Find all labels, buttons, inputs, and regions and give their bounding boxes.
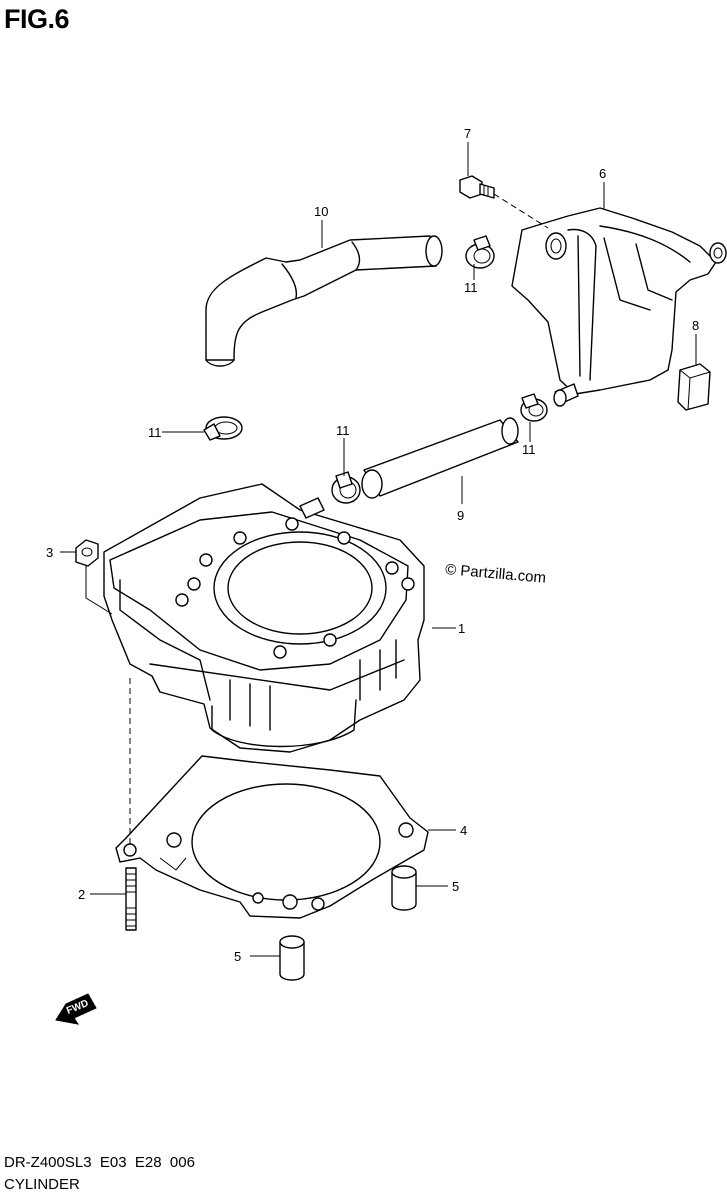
callout-11-middle: 11 (336, 423, 350, 438)
part-11-clamp-top[interactable] (465, 235, 495, 269)
callout-7: 7 (464, 126, 471, 141)
forward-direction-arrow: FWD (55, 993, 97, 1025)
callout-11-left: 11 (148, 425, 162, 440)
callout-8: 8 (692, 318, 699, 333)
callout-6: 6 (599, 166, 606, 181)
part-11-clamp-middle[interactable] (331, 471, 361, 504)
nut-leader (85, 566, 113, 615)
model-code: DR-Z400SL3 E03 E28 006 (4, 1154, 195, 1171)
part-7-bolt[interactable] (459, 175, 495, 199)
callout-10: 10 (314, 204, 328, 219)
callout-5-lower: 5 (234, 949, 241, 964)
part-11-clamp-left[interactable] (203, 416, 243, 441)
part-3-nut[interactable] (75, 539, 99, 567)
part-1-cylinder[interactable] (103, 483, 425, 753)
part-8-cushion-pad[interactable] (677, 363, 711, 411)
part-10-breather-hose[interactable] (205, 235, 443, 367)
callout-leaders (60, 142, 697, 957)
callout-9: 9 (457, 508, 464, 523)
part-5-dowel-pin-lower[interactable] (279, 935, 305, 981)
callout-3: 3 (46, 545, 53, 560)
part-5-dowel-pin-right[interactable] (391, 865, 417, 911)
callout-11-right: 11 (522, 442, 536, 457)
part-9-breather-hose[interactable] (361, 417, 519, 499)
part-2-stud-bolt[interactable] (125, 867, 137, 931)
part-6-breather-housing[interactable] (511, 207, 727, 407)
figure-title: FIG.6 (4, 4, 70, 34)
callout-4: 4 (460, 823, 467, 838)
callout-5-right: 5 (452, 879, 459, 894)
part-4-cylinder-gasket[interactable] (115, 755, 429, 919)
callout-11-top: 11 (464, 280, 478, 295)
part-11-clamp-right[interactable] (520, 393, 548, 422)
callout-1: 1 (458, 621, 465, 636)
section-name: CYLINDER (4, 1176, 80, 1193)
bolt-alignment-line (493, 193, 549, 229)
callout-2: 2 (78, 887, 85, 902)
